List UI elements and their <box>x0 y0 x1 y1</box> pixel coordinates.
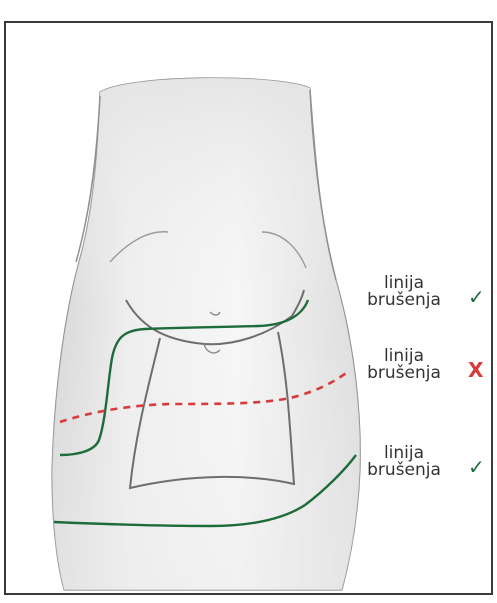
label-top-line2: brušenja <box>352 292 456 309</box>
label-bottom-line2: brušenja <box>352 462 456 479</box>
cross-icon: X <box>468 360 483 380</box>
check-icon: ✓ <box>468 287 485 307</box>
label-bottom: linija brušenja ✓ <box>352 445 456 479</box>
check-icon: ✓ <box>468 457 485 477</box>
label-top: linija brušenja ✓ <box>352 275 456 309</box>
label-middle: linija brušenja X <box>352 348 456 382</box>
label-middle-line2: brušenja <box>352 365 456 382</box>
tooth-shading <box>52 78 360 590</box>
